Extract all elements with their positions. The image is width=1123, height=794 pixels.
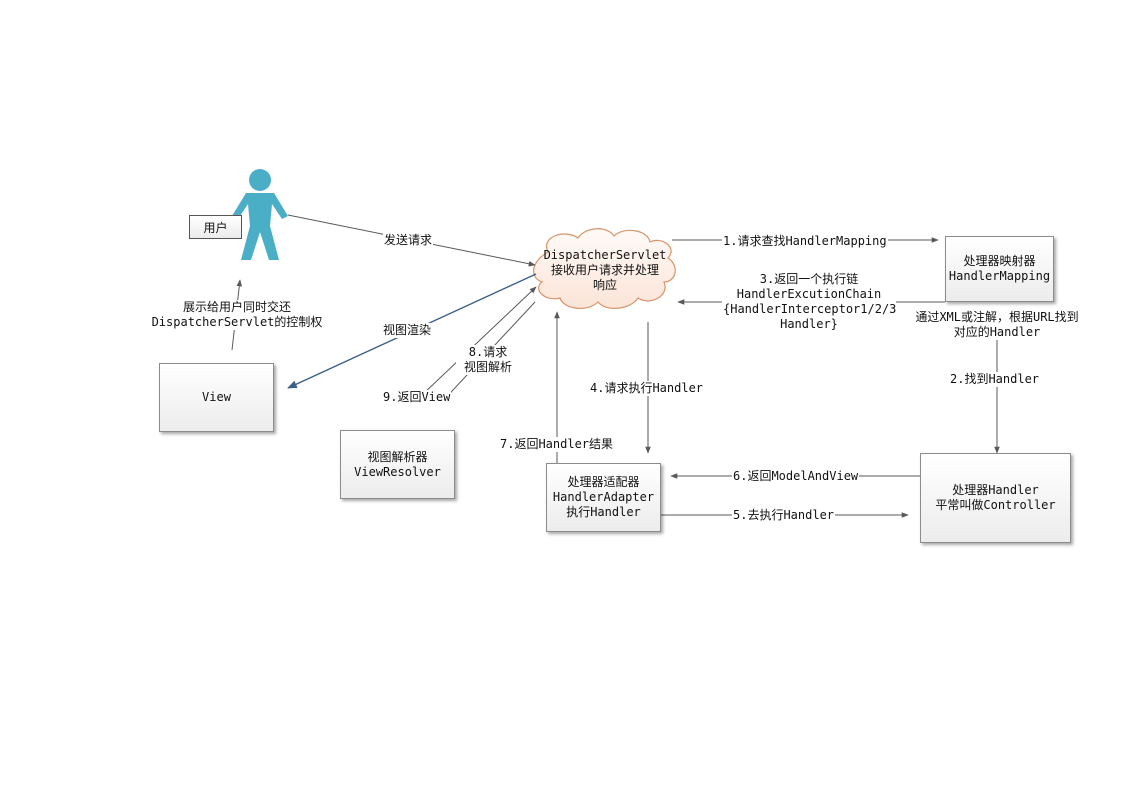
view-resolver-box: 视图解析器 ViewResolver <box>340 430 455 499</box>
handler-mapping-box: 处理器映射器 HandlerMapping <box>945 236 1054 302</box>
label-display-line-1: 展示给用户同时交还 <box>182 300 291 314</box>
handler-mapping-line-1: 处理器映射器 <box>963 254 1036 268</box>
label-find-by-xml: 通过XML或注解，根据URL找到 对应的Handler <box>908 310 1086 340</box>
handler-line-1: 处理器Handler <box>952 483 1039 497</box>
label-find-by-xml-line-2: 对应的Handler <box>953 325 1041 339</box>
view-resolver-line-2: ViewResolver <box>354 464 441 479</box>
handler-box: 处理器Handler 平常叫做Controller <box>920 453 1071 543</box>
label-step4: 4.请求执行Handler <box>589 381 705 396</box>
arrow-step9 <box>422 286 537 395</box>
cloud-line-2: 接收用户请求并处理 <box>550 263 659 277</box>
label-step3: 3.返回一个执行链 HandlerExcutionChain {HandlerI… <box>722 272 896 332</box>
label-step8-line-1: 8.请求 <box>468 345 508 359</box>
view-box: View <box>159 363 274 432</box>
label-step2: 2.找到Handler <box>949 372 1041 387</box>
user-label: 用户 <box>203 220 228 235</box>
handler-adapter-box: 处理器适配器 HandlerAdapter 执行Handler <box>546 463 661 532</box>
handler-adapter-line-1: 处理器适配器 <box>567 475 640 489</box>
label-step9: 9.返回View <box>382 390 452 405</box>
label-step8-line-2: 视图解析 <box>463 360 512 374</box>
label-step1: 1.请求查找HandlerMapping <box>722 234 888 249</box>
dispatcher-cloud-shape <box>533 228 676 309</box>
label-step3-line-1: 3.返回一个执行链 <box>759 272 859 286</box>
label-render: 视图渲染 <box>382 323 433 338</box>
handler-line-2: 平常叫做Controller <box>935 498 1056 512</box>
label-send-request: 发送请求 <box>383 233 434 248</box>
cloud-line-1: DispatcherServlet <box>543 248 667 262</box>
view-line-1: View <box>202 390 231 404</box>
user-label-box: 用户 <box>189 215 242 239</box>
handler-adapter-line-2: HandlerAdapter <box>552 490 655 504</box>
dispatcher-servlet-node: DispatcherServlet 接收用户请求并处理 响应 <box>538 248 672 293</box>
label-find-by-xml-line-1: 通过XML或注解，根据URL找到 <box>915 310 1079 324</box>
handler-mapping-line-2: HandlerMapping <box>948 269 1051 283</box>
label-step3-line-4: Handler} <box>780 317 838 331</box>
user-person-icon <box>232 169 288 260</box>
label-display: 展示给用户同时交还 DispatcherServlet的控制权 <box>148 300 326 330</box>
label-step8: 8.请求 视图解析 <box>456 345 520 375</box>
label-step3-line-3: {HandlerInterceptor1/2/3 <box>723 302 897 316</box>
cloud-line-3: 响应 <box>592 278 617 292</box>
label-step3-line-2: HandlerExcutionChain <box>736 287 882 301</box>
label-step7: 7.返回Handler结果 <box>499 437 615 452</box>
label-step5: 5.去执行Handler <box>732 508 836 523</box>
handler-adapter-line-3: 执行Handler <box>566 505 641 519</box>
label-display-line-2: DispatcherServlet的控制权 <box>151 315 323 329</box>
label-step6: 6.返回ModelAndView <box>732 469 860 484</box>
view-resolver-line-1: 视图解析器 <box>367 449 428 464</box>
